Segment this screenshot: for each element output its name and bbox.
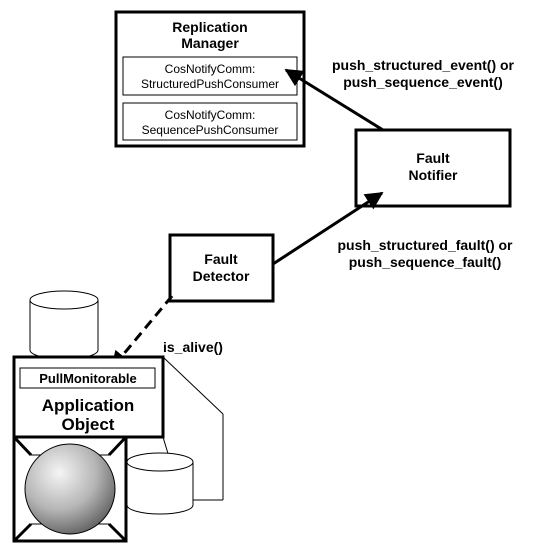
pull-monitorable-interface	[19, 367, 156, 389]
push-fault-arrow	[272, 191, 384, 266]
top-disk-cylinder	[29, 290, 99, 360]
push-event-arrow	[284, 68, 384, 132]
replication-manager-title-line1: Replication	[172, 19, 247, 35]
structured-consumer-line1: CosNotifyComm:	[165, 62, 256, 76]
push-event-label-line1: push_structured_event() or	[332, 57, 515, 73]
fault-detector-box: Fault Detector	[168, 233, 275, 303]
fault-notifier-line2: Notifier	[409, 167, 459, 183]
host-cabinet	[12, 435, 128, 543]
push-fault-label-line2: push_sequence_fault()	[349, 254, 501, 270]
structured-push-consumer-interface: CosNotifyComm: StructuredPushConsumer	[122, 56, 298, 96]
sequence-push-consumer-interface: CosNotifyComm: SequencePushConsumer	[122, 102, 298, 141]
replication-manager-box: Replication Manager CosNotifyComm: Struc…	[114, 10, 306, 148]
fault-detector-line1: Fault	[204, 251, 238, 267]
sequence-consumer-line1: CosNotifyComm:	[165, 108, 256, 122]
pull-monitorable-label: PullMonitorable	[39, 371, 137, 386]
sequence-consumer-line2: SequencePushConsumer	[142, 123, 279, 137]
application-host-machine: PullMonitorable Application Object	[12, 290, 224, 543]
application-object-line2: Object	[62, 415, 115, 434]
application-object-box: PullMonitorable Application Object	[12, 355, 165, 439]
fault-notifier-line1: Fault	[416, 150, 450, 166]
push-fault-label-line1: push_structured_fault() or	[337, 237, 513, 253]
replication-manager-title-line2: Manager	[181, 35, 239, 51]
cpu-sphere	[24, 443, 116, 535]
push-event-label-line2: push_sequence_event()	[343, 74, 503, 90]
is-alive-label: is_alive()	[163, 339, 223, 355]
structured-consumer-line2: StructuredPushConsumer	[141, 77, 279, 91]
side-disk-cylinder	[126, 452, 194, 515]
fault-detector-line2: Detector	[193, 268, 250, 284]
application-object-line1: Application	[42, 396, 135, 415]
